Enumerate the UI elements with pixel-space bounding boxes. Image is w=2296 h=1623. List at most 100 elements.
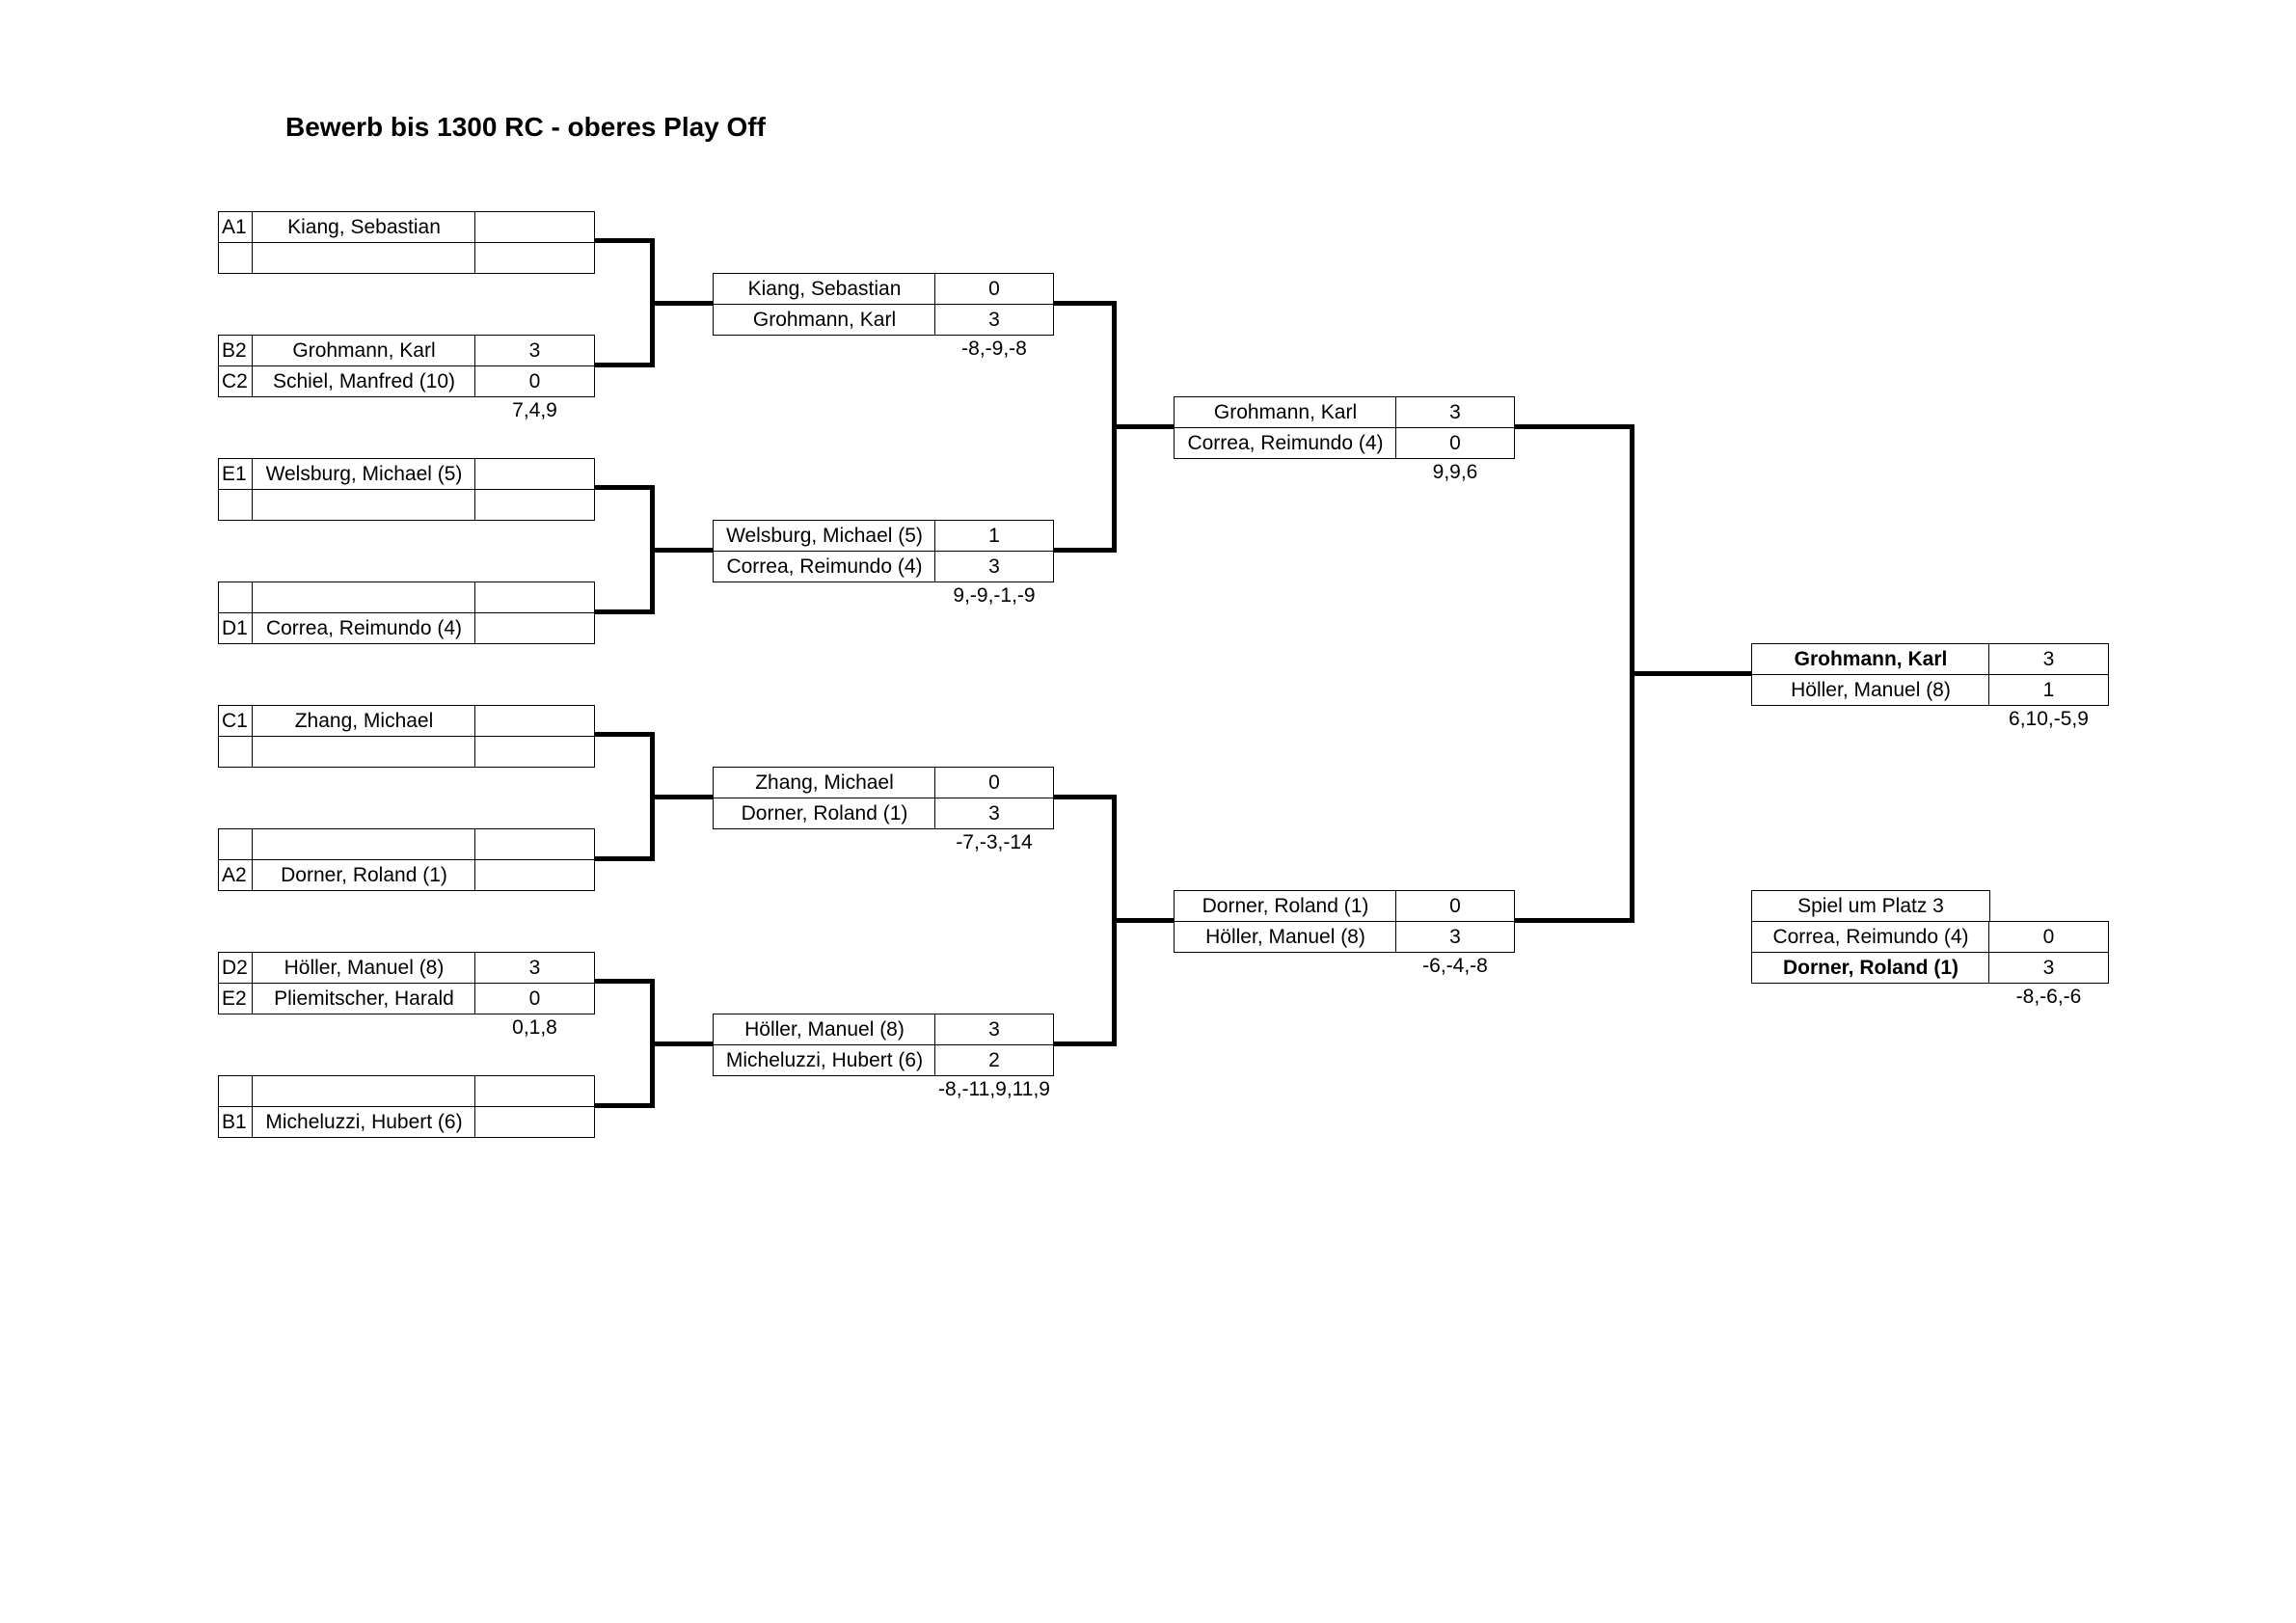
player-score [474,489,595,521]
player-name: Schiel, Manfred (10) [252,365,476,397]
player-name: Kiang, Sebastian [713,273,936,305]
match-result: -7,-3,-14 [956,831,1033,853]
player-score [474,242,595,274]
player-name: Grohmann, Karl [1751,643,1990,675]
seed-cell [218,736,254,768]
seed-cell: D1 [218,612,254,644]
bracket-connector [595,609,655,614]
player-name: Pliemitscher, Harald [252,983,476,1014]
bracket-connector [1054,548,1117,553]
player-name [252,582,476,613]
bracket-connector [595,238,655,243]
match-result: 7,4,9 [512,399,557,421]
bracket-connector [595,485,655,490]
bracket-connector [1630,671,1752,676]
player-score [474,859,595,891]
player-score: 3 [934,551,1054,582]
player-name: Dorner, Roland (1) [1751,952,1990,984]
bracket-connector [1515,918,1634,923]
player-score: 3 [1988,643,2109,675]
player-score: 0 [474,365,595,397]
match-result: 6,10,-5,9 [2009,708,2089,730]
player-name: Zhang, Michael [252,705,476,737]
player-score [474,211,595,243]
player-name: Correa, Reimundo (4) [252,612,476,644]
seed-cell: D2 [218,952,254,984]
seed-cell [218,1075,254,1107]
bracket-connector [595,732,655,737]
player-score: 3 [474,952,595,984]
player-name: Höller, Manuel (8) [713,1014,936,1045]
player-score: 2 [934,1044,1054,1076]
player-score: 0 [1988,921,2109,953]
bracket-connector [1054,1041,1117,1046]
player-score: 3 [474,335,595,366]
player-name: Zhang, Michael [713,767,936,798]
bracket-connector [595,363,655,367]
bracket-connector [1112,918,1175,923]
player-name: Grohmann, Karl [252,335,476,366]
match-result: -8,-9,-8 [961,338,1027,360]
player-name: Höller, Manuel (8) [252,952,476,984]
player-name [252,828,476,860]
player-score [474,736,595,768]
match-result: -6,-4,-8 [1422,955,1488,977]
match-result: 9,9,6 [1432,461,1478,483]
bracket-connector [595,979,655,984]
match-result: -8,-11,9,11,9 [938,1078,1050,1100]
bracket-connector [1054,301,1117,306]
seed-cell [218,489,254,521]
third-place-label: Spiel um Platz 3 [1751,890,1990,922]
player-score: 0 [934,767,1054,798]
player-name: Grohmann, Karl [713,304,936,336]
match-result: -8,-6,-6 [2015,986,2082,1008]
bracket-connector [1515,424,1634,429]
player-score: 3 [934,304,1054,336]
player-score: 0 [934,273,1054,305]
player-score [474,1075,595,1107]
seed-cell: A1 [218,211,254,243]
player-score: 0 [1395,427,1515,459]
seed-cell: B2 [218,335,254,366]
player-score [474,582,595,613]
player-score: 0 [474,983,595,1014]
seed-cell: E2 [218,983,254,1014]
match-result: 9,-9,-1,-9 [953,584,1036,607]
player-name: Welsburg, Michael (5) [252,458,476,490]
player-score: 3 [1395,921,1515,953]
player-score: 3 [1988,952,2109,984]
player-name [252,1075,476,1107]
seed-cell [218,582,254,613]
player-name: Dorner, Roland (1) [713,798,936,829]
player-score: 3 [934,798,1054,829]
bracket-connector [650,548,714,553]
bracket-connector [650,301,714,306]
player-score [474,705,595,737]
player-name: Kiang, Sebastian [252,211,476,243]
seed-cell [218,828,254,860]
player-name: Höller, Manuel (8) [1751,674,1990,706]
player-name: Correa, Reimundo (4) [713,551,936,582]
seed-cell [218,242,254,274]
player-score: 1 [934,520,1054,552]
player-score: 3 [1395,396,1515,428]
match-result: 0,1,8 [512,1016,557,1039]
bracket-connector [1112,424,1175,429]
player-name: Dorner, Roland (1) [1174,890,1397,922]
player-name: Grohmann, Karl [1174,396,1397,428]
player-name: Correa, Reimundo (4) [1751,921,1990,953]
player-name: Höller, Manuel (8) [1174,921,1397,953]
bracket-connector [595,856,655,861]
seed-cell: C2 [218,365,254,397]
player-name [252,489,476,521]
player-score: 3 [934,1014,1054,1045]
seed-cell: C1 [218,705,254,737]
page-title: Bewerb bis 1300 RC - oberes Play Off [285,112,766,142]
player-name [252,242,476,274]
bracket-connector [650,1041,714,1046]
player-name: Micheluzzi, Hubert (6) [252,1106,476,1138]
player-name [252,736,476,768]
player-score: 0 [1395,890,1515,922]
player-score [474,612,595,644]
bracket-connector [1054,795,1117,799]
